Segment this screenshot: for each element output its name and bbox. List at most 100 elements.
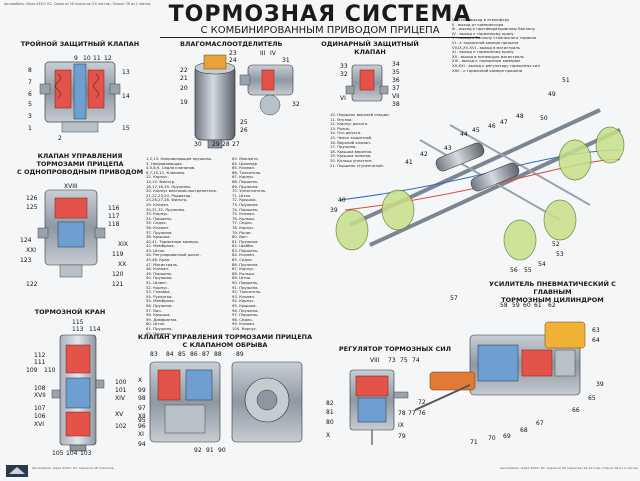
svg-text:98: 98 [138,395,146,402]
svg-text:69: 69 [503,433,511,440]
svg-text:XXI: XXI [26,247,36,254]
svg-text:9: 9 [74,55,78,62]
svg-text:21: 21 [180,75,188,82]
svg-text:15: 15 [122,125,130,132]
svg-text:31: 31 [282,57,290,64]
svg-text:47: 47 [500,119,508,126]
svg-text:13: 13 [122,69,130,76]
svg-text:72: 72 [418,399,426,406]
svg-text:104: 104 [66,450,78,457]
svg-text:121: 121 [112,281,124,288]
svg-text:51: 51 [562,77,570,84]
svg-text:19: 19 [180,99,188,106]
svg-text:XVI: XVI [34,421,44,428]
svg-text:7: 7 [28,79,32,86]
legend-parts-2: 63. Манжета.64. Цилиндр.65. Клапан.66. Т… [232,156,267,331]
svg-text:111: 111 [34,359,46,366]
svg-text:92: 92 [194,447,202,454]
svg-text:78: 78 [398,410,406,417]
legend-parts-3: 10. Поршень верхней секции.11. Втулка.12… [330,112,390,168]
publisher-logo [6,462,28,477]
svg-text:VII: VII [392,93,400,100]
svg-text:84: 84 [166,351,174,358]
svg-text:99: 99 [138,387,146,394]
svg-text:11: 11 [93,55,101,62]
svg-text:120: 120 [112,271,124,278]
svg-text:59: 59 [512,302,520,309]
svg-text:53: 53 [556,251,564,258]
svg-text:102: 102 [115,423,127,430]
svg-text:XIX: XIX [118,241,128,248]
svg-text:27: 27 [232,141,240,148]
svg-text:28: 28 [222,141,230,148]
svg-text:VIII: VIII [370,357,380,364]
svg-text:43: 43 [444,145,452,152]
svg-text:97: 97 [138,405,146,412]
svg-text:61: 61 [534,302,542,309]
svg-text:88: 88 [214,351,222,358]
svg-text:107: 107 [34,405,46,412]
svg-text:57: 57 [450,295,458,302]
svg-text:65: 65 [588,395,596,402]
svg-text:71: 71 [470,439,478,446]
svg-text:126: 126 [26,195,38,202]
brake-valve-title: ТОРМОЗНОЙ КРАН [34,308,106,316]
svg-text:32: 32 [340,71,348,78]
moisture-separator-title: ВЛАГОМАСЛООТДЕЛИТЕЛЬ [180,40,283,48]
title-rule [160,37,480,38]
bottom-note-right: Автомобиль «Урал-4320» КС. Серия из 28 п… [500,466,639,470]
svg-text:5: 5 [28,101,32,108]
svg-text:125: 125 [26,204,38,211]
svg-text:101: 101 [115,387,127,394]
svg-text:116: 116 [108,205,120,212]
svg-text:82: 82 [326,400,334,407]
svg-text:64: 64 [592,337,600,344]
svg-text:10: 10 [83,55,91,62]
svg-text:77: 77 [408,410,416,417]
svg-text:6: 6 [28,91,32,98]
svg-text:81: 81 [326,409,334,416]
svg-text:85: 85 [178,351,186,358]
svg-text:94: 94 [138,441,146,448]
legend-parts-1: 1,2,13. Направляющие пружины.3. Направля… [146,156,217,336]
svg-text:124: 124 [20,237,32,244]
svg-text:X: X [138,377,142,384]
bottom-note-left: Автомобиль «Урал-4320» КС. Серия из 28 п… [32,466,115,470]
svg-text:39: 39 [330,207,338,214]
svg-text:50: 50 [540,115,548,122]
poster-title: ТОРМОЗНАЯ СИСТЕМА [168,2,472,27]
svg-text:VI: VI [340,95,346,102]
svg-text:35: 35 [392,69,400,76]
triple-valve-title: ТРОЙНОЙ ЗАЩИТНЫЙ КЛАПАН [20,40,140,48]
svg-text:3: 3 [28,113,32,120]
svg-text:XV: XV [115,411,124,418]
svg-text:91: 91 [206,447,214,454]
svg-text:83: 83 [150,351,158,358]
svg-text:2: 2 [58,135,62,142]
svg-text:115: 115 [72,319,84,326]
svg-text:8: 8 [28,67,32,74]
svg-text:90: 90 [218,447,226,454]
svg-text:86: 86 [190,351,198,358]
svg-text:IV: IV [270,50,277,57]
svg-text:34: 34 [392,61,400,68]
svg-text:122: 122 [26,281,38,288]
svg-text:32: 32 [292,101,300,108]
svg-text:39: 39 [596,381,604,388]
svg-text:89: 89 [236,351,244,358]
svg-text:106: 106 [34,413,46,420]
svg-text:60: 60 [523,302,531,309]
svg-text:49: 49 [548,91,556,98]
